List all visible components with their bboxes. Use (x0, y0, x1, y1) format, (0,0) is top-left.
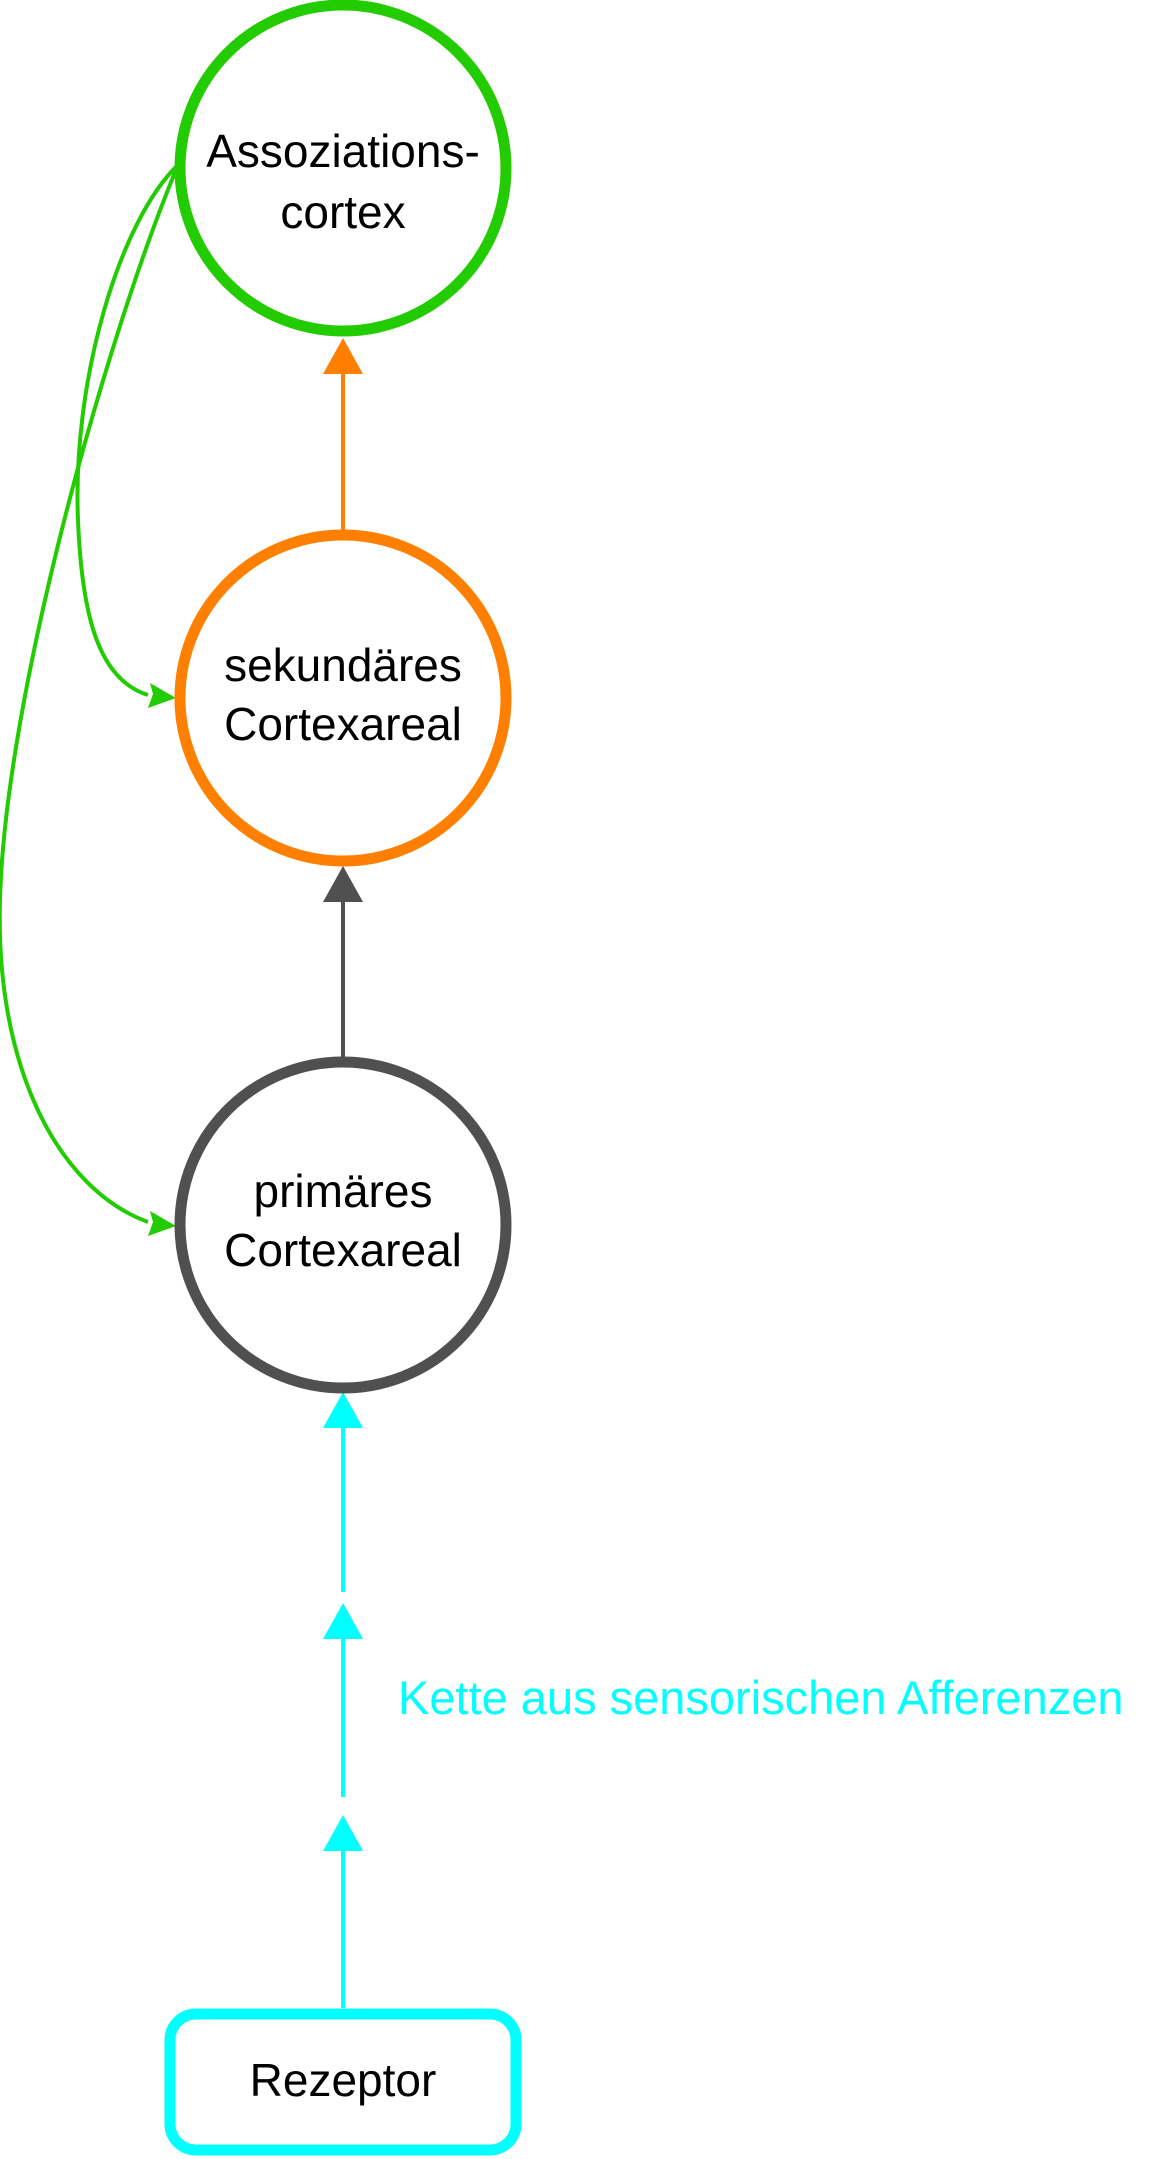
receptor-label: Rezeptor (250, 2054, 437, 2106)
primary-to-secondary-arrowhead (323, 866, 363, 902)
secondary-cortex-label-line2: Cortexareal (224, 698, 462, 750)
primary-cortex-label-line2: Cortexareal (224, 1224, 462, 1276)
afferent-arrowhead-lower (323, 1815, 363, 1851)
afferent-chain-label: Kette aus sensorischen Afferenzen (398, 1671, 1124, 1724)
afferent-arrowhead-middle (323, 1603, 363, 1639)
secondary-to-association-edge (323, 338, 363, 532)
association-cortex-label-line2: cortex (280, 186, 405, 238)
primary-to-secondary-edge (323, 866, 363, 1058)
secondary-cortex-node: sekundäres Cortexareal (174, 529, 512, 867)
association-feedback-edges (0, 163, 180, 1236)
primary-cortex-label-line1: primäres (254, 1165, 433, 1217)
feedback-to-secondary-arrowhead (148, 683, 176, 708)
receptor-node: Rezeptor (164, 2008, 522, 2156)
secondary-cortex-label-line1: sekundäres (224, 639, 462, 691)
secondary-to-association-arrowhead (323, 338, 363, 374)
feedback-to-primary-arrowhead (148, 1211, 176, 1236)
afferent-arrowhead-upper (323, 1392, 363, 1428)
feedback-to-primary-curve (0, 164, 180, 1224)
association-cortex-node: Assoziations- cortex (174, 0, 512, 337)
primary-cortex-node: primäres Cortexareal (174, 1056, 512, 1394)
feedback-to-secondary-curve (75, 163, 180, 697)
association-cortex-label-line1: Assoziations- (206, 125, 480, 177)
afferent-chain (323, 1392, 363, 2008)
